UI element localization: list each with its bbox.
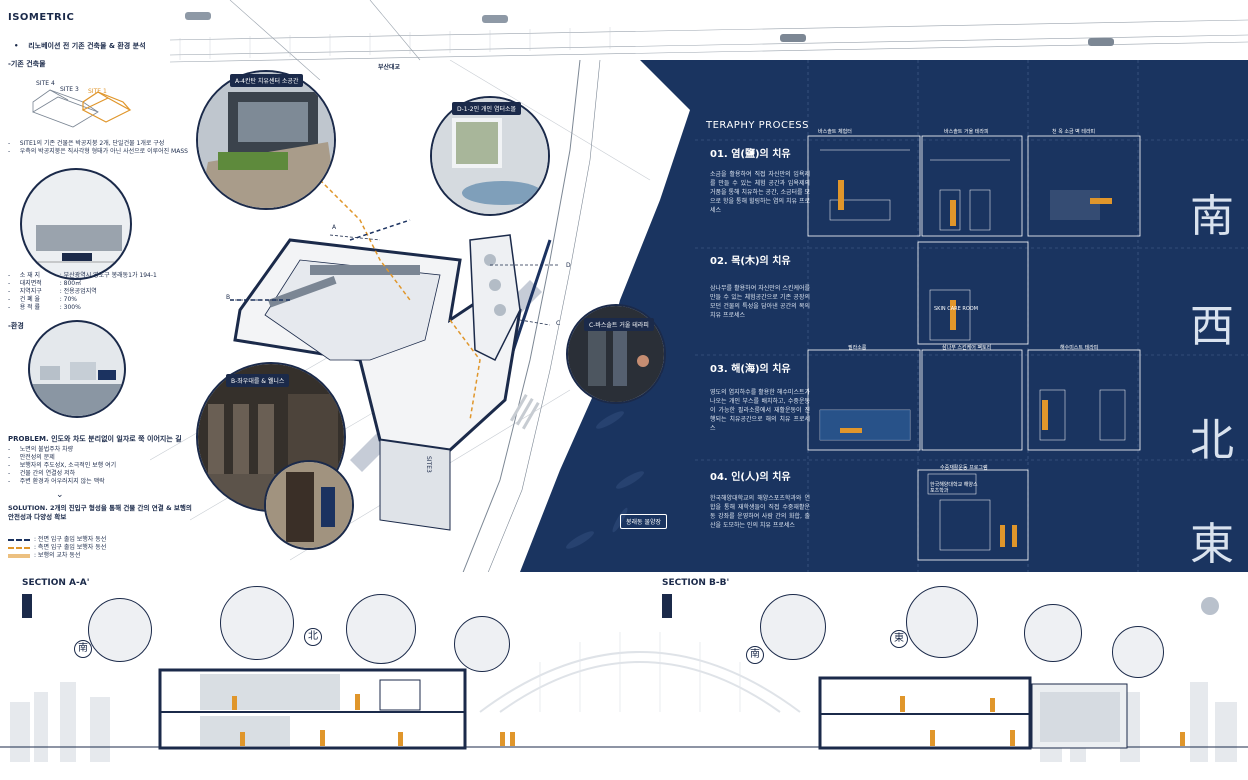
- process-step-2-body: 삼나무를 활용하여 자신만의 스킨케어를 만들 수 있는 체험공간으로 기존 공…: [710, 285, 810, 319]
- section-b-detail-4: [1112, 626, 1164, 678]
- section-marker-c: C: [556, 320, 561, 327]
- callout-d-tag: D-1-2인 개인 염터소몰: [452, 102, 522, 115]
- existing-note: - 우측의 박공지붕은 직사각형 형태가 아닌 사선으로 이루어진 MASS: [8, 148, 188, 155]
- subtitle-text: 리노베이션 전 기존 건축물 & 환경 분석: [28, 42, 146, 50]
- section-b-detail-2: [906, 586, 978, 658]
- bridge-road-sketch: [170, 0, 1248, 80]
- solution-text: SOLUTION. 2개의 진입구 형성을 통해 건물 간의 연결 & 보행의 …: [8, 504, 192, 521]
- callout-d-photo: [432, 98, 548, 214]
- site-label-4: SITE 4: [36, 80, 55, 87]
- existing-elevation-circle: [20, 168, 132, 280]
- problem-list: - 노면의 불법주차 차량 - 안전성의 문제 - 보행자의 주도성X, 소극적…: [8, 446, 116, 486]
- problem-item: - 건물 간의 연결성 저하: [8, 470, 76, 477]
- problem-title: PROBLEM. 인도와 차도 분리없이 일자로 쭉 이어지는 길: [8, 435, 182, 443]
- panel-note-university: 한국해양대학교 해양스포츠학과: [930, 482, 978, 494]
- legend: : 전면 입구 출입 보행자 동선 : 측면 입구 출입 보행자 동선 : 보행…: [8, 536, 106, 560]
- callout-d-circle: [430, 96, 550, 216]
- callout-b2-photo: [266, 462, 352, 548]
- existing-note: - SITE1의 기존 건물은 박공지붕 2개, 단일건물 1개로 구성: [8, 140, 165, 147]
- process-step-3-body: 영도의 염지하수를 활용한 해수미스트가 나오는 개인 부스를 배치하고, 수중…: [710, 389, 810, 432]
- panel-label-2: 바스솔트 거울 테라피: [944, 129, 989, 135]
- site3-vertical-label: SITE3: [425, 456, 432, 473]
- problem-item: - 노면의 불법주차 차량: [8, 446, 74, 453]
- compass-badge-south-b: 南: [746, 646, 764, 664]
- problem-item: - 주변 환경과 어우러지지 않는 맥락: [8, 478, 105, 485]
- panel-label-1: 바스솔트 체험터: [818, 129, 852, 135]
- street-view-circle: [28, 320, 126, 418]
- info-row: - 건 폐 율: 70%: [8, 296, 77, 303]
- isometric-plan: [150, 60, 651, 580]
- panel-label-6: 해수미스트 테라피: [1060, 345, 1099, 351]
- hanja-west: 西: [1190, 301, 1234, 352]
- section-a-detail-3: [346, 594, 416, 664]
- street-sketch: [30, 362, 124, 416]
- hanja-south: 南: [1190, 191, 1234, 242]
- info-row: - 소 재 지: 부산광역시 영도구 봉래동1가 194-1: [8, 272, 157, 279]
- callout-b2-circle: [264, 460, 354, 550]
- callout-c-tag: C-바스솔트 거울 테라피: [584, 318, 654, 331]
- section-b-title: SECTION B-B': [662, 578, 730, 588]
- compass-badge-south-a: 南: [74, 640, 92, 658]
- down-chevron-icon: ⌄: [56, 490, 64, 500]
- panel-note-skincare: SKIN CARE ROOM: [934, 306, 979, 312]
- process-step-1-body: 소금을 활용하여 직접 자신만의 입욕제를 만들 수 있는 체험 공간과 입욕제…: [710, 171, 810, 214]
- front-path-line-icon: [8, 538, 30, 541]
- callout-a-tag: A-4칸탄 치유센터 소공간: [230, 74, 304, 87]
- callout-b-tag: B-좌우대를 & 웰니스: [226, 374, 290, 387]
- legend-item: : 전면 입구 출입 보행자 동선: [8, 536, 106, 544]
- process-panels: [807, 135, 1141, 561]
- existing-notes: - SITE1의 기존 건물은 박공지붕 2개, 단일건물 1개로 구성 - 우…: [8, 140, 188, 156]
- problem-item: - 보행자의 주도성X, 소극적인 보행 여기: [8, 462, 117, 469]
- hanja-north: 北: [1190, 415, 1234, 466]
- panel-label-5: 삼나무 스킨케어 팩토리: [942, 345, 992, 351]
- legend-item: : 측면 입구 출입 보행자 동선: [8, 544, 106, 552]
- callout-a-circle: [196, 70, 336, 210]
- existing-building-sketch: [32, 89, 132, 128]
- cross-path-line-icon: [8, 553, 30, 558]
- problem-item: - 안전성의 문제: [8, 454, 55, 461]
- process-step-4-title: 04. 인(人)의 치유: [710, 472, 791, 483]
- section-a-detail-4: [454, 616, 510, 672]
- elevation-sketch: [32, 225, 126, 263]
- section-b-detail-1: [760, 594, 826, 660]
- site-info-table: - 소 재 지: 부산광역시 영도구 봉래동1가 194-1 - 대지면적: 8…: [8, 272, 157, 312]
- section-a-detail-2: [220, 586, 294, 660]
- compass-badge-east-b: 東: [890, 630, 908, 648]
- panel-label-4: 필라소룸: [848, 345, 867, 351]
- panel-label-7: 수중재활운동 프로그램: [940, 465, 988, 471]
- process-step-2-title: 02. 목(木)의 치유: [710, 256, 791, 267]
- bottom-sections: [0, 572, 1248, 780]
- info-row: - 대지면적: 800㎡: [8, 280, 82, 287]
- environment-heading: -환경: [8, 322, 24, 330]
- page-subtitle: • 리노베이션 전 기존 건축물 & 환경 분석: [14, 42, 146, 50]
- section-b-detail-3: [1024, 604, 1082, 662]
- legend-item: : 보행의 교차 동선: [8, 552, 106, 560]
- process-title: TERAPHY PROCESS: [706, 120, 809, 131]
- existing-heading: -기존 건축물: [8, 60, 46, 68]
- section-a-title: SECTION A-A': [22, 578, 90, 588]
- bridge-label: 부산대교: [378, 64, 401, 71]
- section-marker-d: D: [566, 262, 571, 269]
- section-a-detail-1: [88, 598, 152, 662]
- process-step-3-title: 03. 해(海)의 치유: [710, 364, 791, 375]
- panel-label-3: 천 옥 소금 벽 테라피: [1052, 129, 1096, 135]
- process-step-4-body: 한국해양대학교의 해양스포츠학과와 연합을 통해 재학생들이 직접 수중재활운동…: [710, 495, 810, 529]
- hanja-east: 東: [1190, 519, 1234, 570]
- callout-a-photo: [198, 72, 334, 208]
- page-title: ISOMETRIC: [8, 12, 75, 23]
- side-path-line-icon: [8, 546, 30, 549]
- port-label: 봉래동 물양장: [620, 514, 668, 529]
- site-label-1: SITE 1: [88, 88, 107, 95]
- section-marker-b: B: [226, 294, 231, 301]
- process-step-1-title: 01. 염(鹽)의 치유: [710, 149, 791, 160]
- site-label-3: SITE 3: [60, 86, 79, 93]
- section-marker-a: A: [332, 224, 337, 231]
- info-row: - 용 적 률: 300%: [8, 304, 81, 311]
- compass-badge-north-a: 北: [304, 628, 322, 646]
- info-row: - 지역지구: 전용공업지역: [8, 288, 97, 295]
